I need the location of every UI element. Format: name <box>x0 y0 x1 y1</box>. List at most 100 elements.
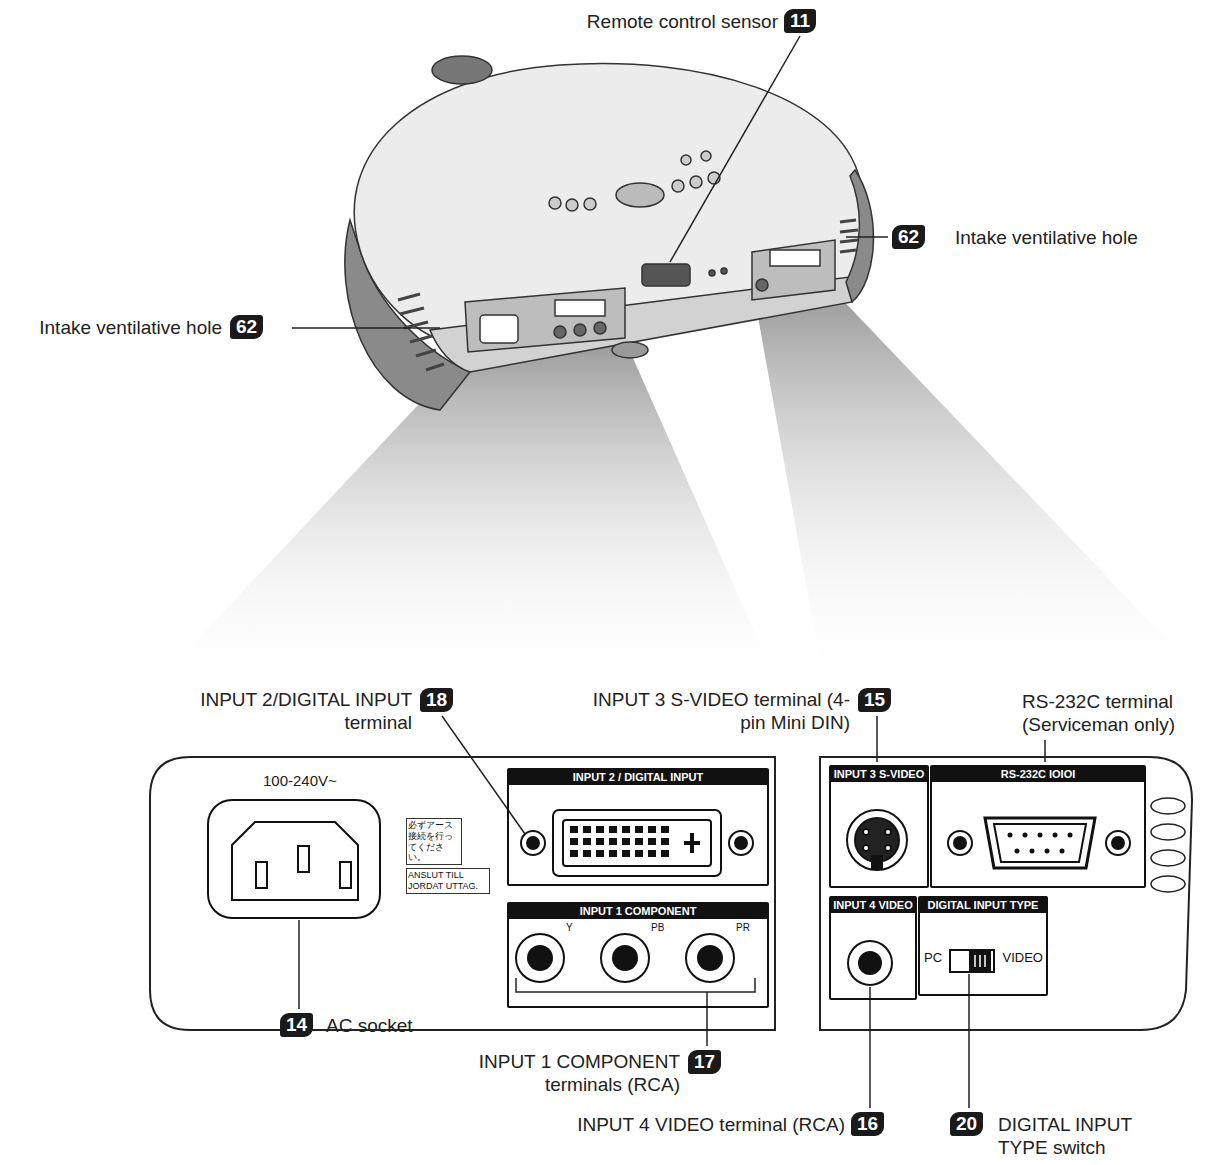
video-jack <box>859 952 881 974</box>
rs232c-connector <box>948 831 972 855</box>
component-jacks <box>528 946 552 970</box>
component-jacks <box>613 946 637 970</box>
section-heading: INPUT 3 S-VIDEO <box>831 767 927 782</box>
part-label: Remote control sensor <box>587 10 778 33</box>
leader-line <box>298 920 300 1009</box>
dvi-connector <box>570 826 669 857</box>
input-type-switch <box>970 952 990 970</box>
leader-line <box>292 327 440 329</box>
vent-slots <box>840 220 856 222</box>
component-jacks <box>698 946 722 970</box>
projector-body <box>721 268 727 274</box>
part-label: Intake ventilative hole <box>955 226 1138 249</box>
rs232c-connector <box>1038 833 1043 838</box>
video-jack <box>848 941 892 985</box>
dvi-connector <box>596 838 604 845</box>
ac-socket <box>232 822 358 900</box>
rs232c-connector <box>1112 837 1124 849</box>
part-label: DIGITAL INPUT TYPE switch <box>998 1113 1178 1159</box>
pin-label: Y <box>566 922 573 933</box>
dvi-connector <box>609 826 617 833</box>
dvi-connector <box>521 810 753 876</box>
dvi-connector <box>596 850 604 857</box>
projector-body <box>549 197 561 209</box>
part-label: INPUT 1 COMPONENT terminals (RCA) <box>430 1050 680 1096</box>
vent-slots <box>398 220 858 370</box>
projector-body <box>566 199 578 211</box>
section-heading: 必ずアース接続を行ってください。 <box>408 820 460 863</box>
dvi-connector <box>661 850 669 857</box>
rs232c-connector <box>1060 849 1065 854</box>
rating-label: 100-240V~ <box>263 772 337 790</box>
callout-number: 17 <box>688 1050 721 1074</box>
callout-number: 18 <box>420 688 453 712</box>
projector-body <box>574 324 586 336</box>
dvi-connector <box>635 850 643 857</box>
section-heading: INPUT 2 / DIGITAL INPUT <box>509 770 767 785</box>
s-video-connector <box>872 856 882 868</box>
rs232c-connector <box>994 824 1086 862</box>
leader-line <box>516 978 755 992</box>
input-type-switch <box>950 950 994 972</box>
rs232c-connector <box>985 818 1095 868</box>
dvi-connector <box>684 833 700 853</box>
terminal-section: INPUT 2 / DIGITAL INPUT <box>507 768 769 886</box>
leader-line <box>1044 740 1046 762</box>
callout-number: 14 <box>280 1013 313 1037</box>
s-video-connector <box>847 810 907 870</box>
rear-panel-outline <box>150 757 1192 1030</box>
projector-body <box>770 250 820 266</box>
leader-line <box>846 236 888 238</box>
rs232c-connector <box>1015 849 1020 854</box>
rs232c-connector <box>1106 831 1130 855</box>
dvi-connector <box>635 826 643 833</box>
vent-slots <box>426 364 444 370</box>
light-beam <box>755 292 1215 690</box>
dvi-connector <box>527 837 539 849</box>
s-video-connector <box>885 829 891 835</box>
rear-panel-outline <box>820 757 1192 1030</box>
dvi-connector <box>609 838 617 845</box>
section-heading: INPUT 4 VIDEO <box>831 898 915 913</box>
projector-body <box>345 56 874 410</box>
dvi-connector <box>563 820 711 866</box>
projector-body <box>672 180 684 192</box>
input-type-switch <box>975 955 985 967</box>
projector-body <box>709 270 715 276</box>
component-jacks <box>686 934 734 982</box>
pin-label: PR <box>736 922 750 933</box>
component-jacks <box>516 934 564 982</box>
dvi-connector <box>622 826 630 833</box>
vent-slots <box>404 322 428 328</box>
rs232c-connector <box>1008 833 1073 854</box>
terminal-section: INPUT 3 S-VIDEO <box>829 765 929 888</box>
dvi-connector <box>609 850 617 857</box>
slot-ovals <box>1151 798 1185 892</box>
rs232c-connector <box>1023 833 1028 838</box>
section-heading: ANSLUT TILL JORDAT UTTAG. <box>408 870 488 892</box>
section-heading: INPUT 1 COMPONENT <box>509 904 767 919</box>
slot-ovals <box>1151 824 1185 840</box>
section-heading: RS-232C IOIOI <box>932 767 1144 782</box>
rs232c-connector <box>948 818 1130 868</box>
projector-body <box>681 155 691 165</box>
projector-body <box>846 170 873 302</box>
dvi-connector <box>596 826 604 833</box>
part-label: INPUT 3 S-VIDEO terminal (4-pin Mini DIN… <box>580 688 850 734</box>
dvi-connector <box>570 838 578 845</box>
rs232c-connector <box>1068 833 1073 838</box>
dvi-connector <box>583 850 591 857</box>
terminal-section: INPUT 4 VIDEO <box>829 896 917 1000</box>
dvi-connector <box>729 831 753 855</box>
rear-panel-outline <box>150 757 775 1030</box>
rs232c-connector <box>954 837 966 849</box>
vent-slots <box>416 350 436 356</box>
part-label: INPUT 2/DIGITAL INPUT terminal <box>152 688 412 734</box>
switch-position: PC <box>924 950 942 965</box>
callout-number: 11 <box>784 9 816 33</box>
dvi-connector <box>583 826 591 833</box>
ac-socket <box>340 862 351 888</box>
dvi-connector <box>583 838 591 845</box>
